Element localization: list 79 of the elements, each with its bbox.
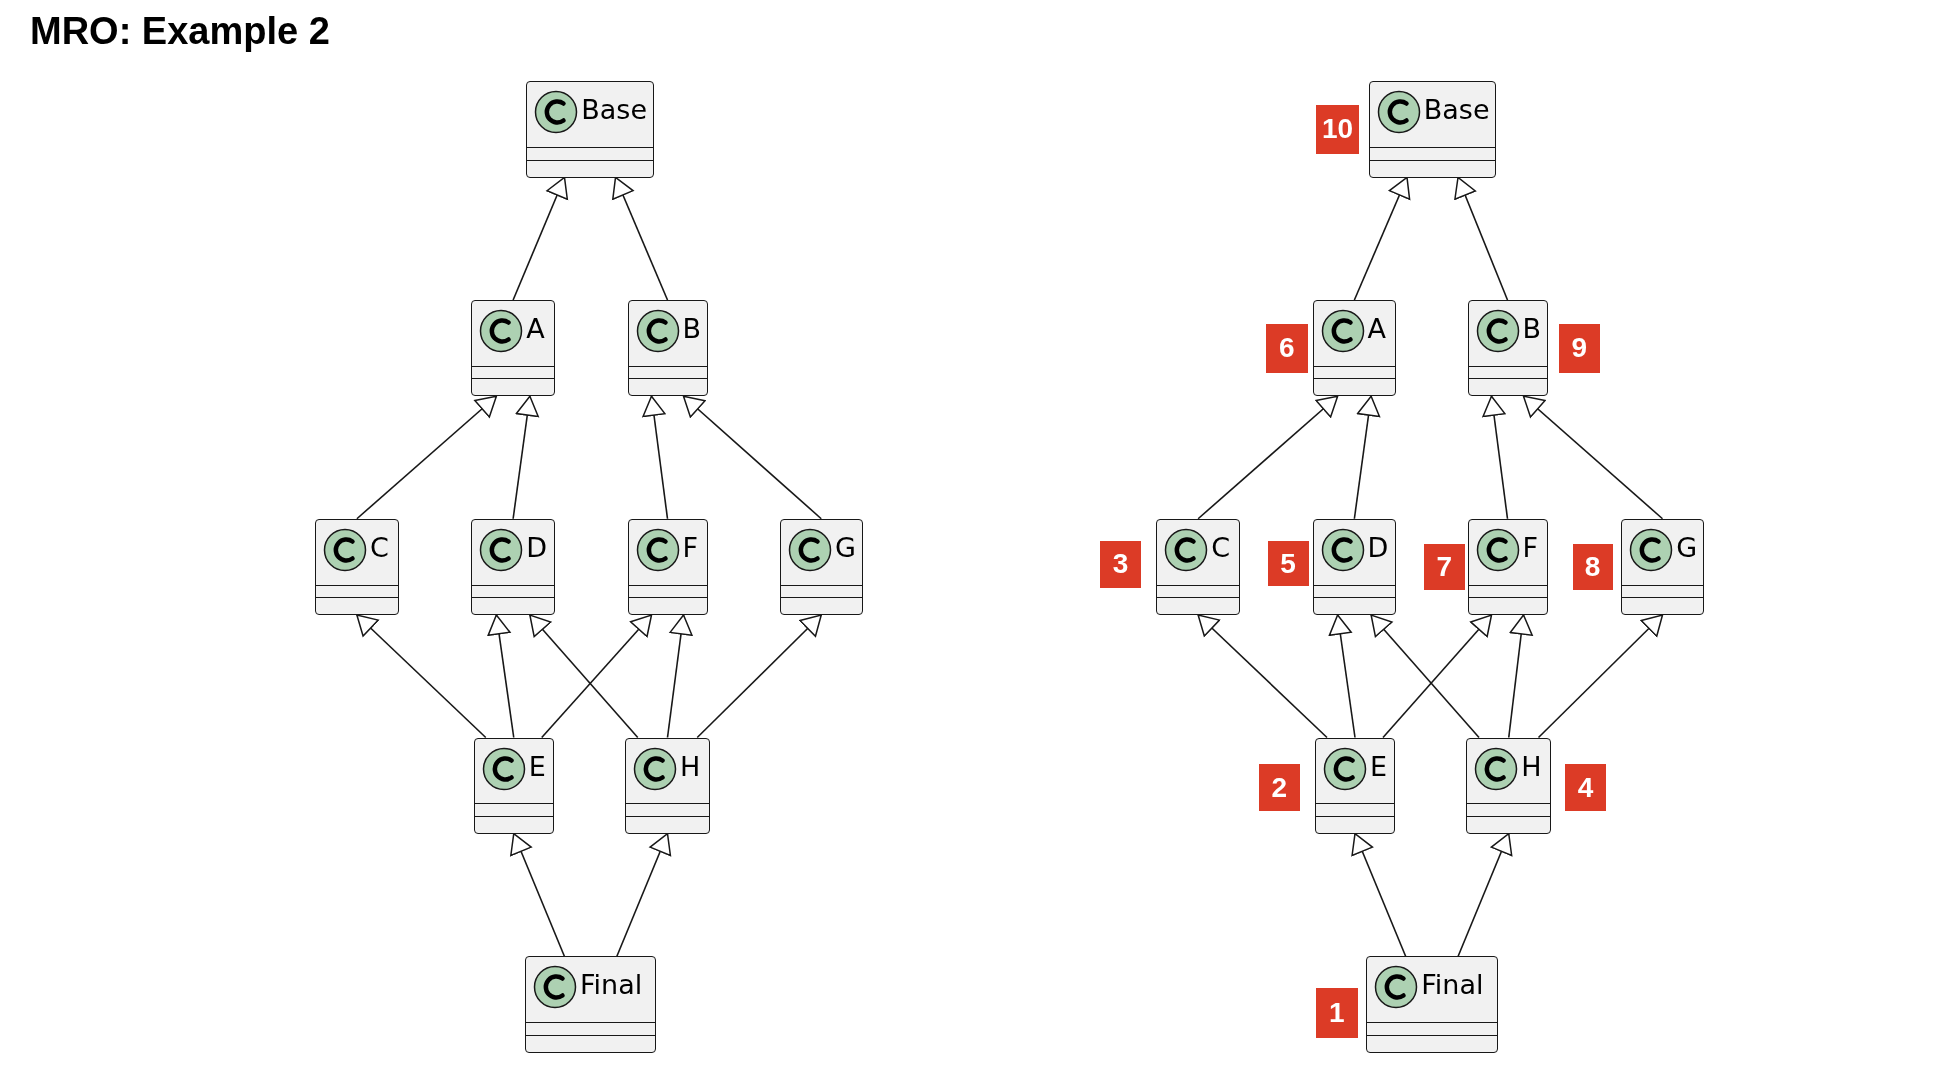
class-box [1467,518,1548,615]
inheritance-arrow [1457,832,1513,958]
inheritance-arrow [1507,614,1533,739]
class-name: B [682,313,702,344]
inheritance-arrow [356,614,487,739]
class-box [1621,518,1704,615]
inheritance-arrow [682,395,823,520]
class-box [1466,737,1552,834]
class-box [625,737,710,834]
inheritance-arrow [512,395,539,520]
class-box [1467,300,1548,397]
class-name: Final [1421,969,1484,1001]
order-number-badge: 8 [1572,543,1613,590]
class-box [471,300,555,397]
inheritance-arrow [666,614,693,739]
class-box [1156,518,1240,615]
order-number-badge: 9 [1558,323,1600,373]
order-number-badge: 5 [1267,541,1309,587]
class-name: D [526,531,548,563]
class-name: Final [580,969,643,1001]
class-name: C [1211,531,1231,563]
inheritance-arrow [1454,176,1509,301]
order-number-badge: 7 [1423,543,1465,590]
class-box [1368,81,1497,178]
order-number-badge: 3 [1100,541,1142,588]
class-box [780,518,863,615]
class-name: H [1521,750,1542,782]
class-name: Base [581,94,647,126]
inheritance-arrow [529,614,639,739]
class-box [1366,956,1498,1053]
inheritance-arrow [616,832,672,958]
class-box [627,300,708,397]
inheritance-arrow [1197,614,1328,739]
inheritance-arrow [1537,614,1664,739]
inheritance-arrow [512,176,569,301]
inheritance-arrow [1328,614,1356,739]
inheritance-arrow [696,614,823,739]
inheritance-arrow [1197,395,1339,520]
class-name: G [835,531,856,563]
class-name: E [1370,750,1388,782]
class-name: H [680,750,701,782]
inheritance-arrow [1351,832,1407,958]
class-box [473,737,554,834]
order-number-badge: 6 [1266,323,1308,373]
inheritance-arrow [1353,395,1381,520]
inheritance-arrow [1370,614,1480,739]
class-name: A [1367,313,1386,344]
inheritance-arrow [1522,395,1664,520]
inheritance-arrow [1382,614,1493,739]
order-number-badge: 10 [1316,105,1359,154]
class-name: B [1522,313,1542,344]
order-number-badge: 2 [1258,763,1300,812]
class-box [1312,518,1397,615]
class-box [1312,300,1397,397]
inheritance-arrow [356,395,498,520]
class-name: F [682,531,699,563]
class-box [1315,737,1395,834]
inheritance-arrow [1353,176,1411,301]
class-name: F [1522,531,1539,563]
inheritance-arrow [642,395,669,520]
class-name: E [528,750,546,782]
class-name: Base [1423,94,1490,126]
class-box [627,518,708,615]
class-box [471,518,555,615]
inheritance-arrow [540,614,653,739]
inheritance-arrow [510,832,566,958]
class-box [525,956,657,1053]
class-name: A [526,313,545,344]
class-name: C [370,531,389,563]
inheritance-arrow [612,176,669,301]
order-number-badge: 4 [1565,763,1607,812]
class-box [315,518,399,615]
order-number-badge: 1 [1316,987,1358,1038]
class-name: G [1676,531,1698,563]
inheritance-arrow [1482,395,1509,520]
class-name: D [1367,531,1389,563]
diagram-title: MRO: Example 2 [30,10,330,53]
inheritance-arrow [487,614,515,739]
class-box [526,81,654,178]
